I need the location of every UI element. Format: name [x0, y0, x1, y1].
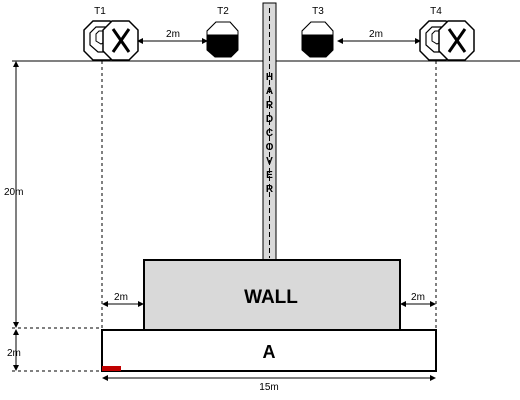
pole-letter: O	[266, 142, 274, 153]
target-t2-top-icon	[206, 21, 239, 36]
target-t3: T3	[301, 6, 334, 58]
target-t4: T4	[419, 6, 475, 61]
pole-letter: E	[266, 170, 273, 181]
wall	[143, 259, 401, 331]
gap-left-label: 2m	[166, 29, 180, 40]
wall-gap-left-label: 2m	[114, 292, 128, 303]
pole-letter: A	[266, 86, 273, 97]
target-t2-label: T2	[217, 6, 229, 17]
gap-right-label: 2m	[369, 29, 383, 40]
height-main-label: 20m	[4, 187, 23, 198]
target-t3-top-icon	[301, 21, 334, 36]
pole-letter: R	[266, 184, 274, 195]
pole-letter: D	[266, 114, 273, 125]
pole-letter: C	[266, 128, 273, 139]
target-t4-cross-icon-b	[447, 28, 467, 53]
target-t1-label: T1	[94, 6, 106, 17]
red-marker	[102, 366, 121, 371]
height-base-label: 2m	[7, 348, 21, 359]
wall-gap-right-label: 2m	[411, 292, 425, 303]
target-t1-cross-icon-b	[111, 28, 131, 53]
pole-letter: R	[266, 100, 274, 111]
base-label: A	[263, 342, 276, 362]
wall-label: WALL	[244, 287, 298, 308]
target-t2: T2	[206, 6, 239, 58]
pole-letter: V	[266, 156, 273, 167]
base-width-label: 15m	[259, 382, 278, 393]
target-t1: T1	[83, 6, 139, 61]
target-t3-label: T3	[312, 6, 324, 17]
base-a	[101, 329, 437, 372]
target-t4-label: T4	[430, 6, 442, 17]
pole-letter: H	[266, 72, 273, 83]
